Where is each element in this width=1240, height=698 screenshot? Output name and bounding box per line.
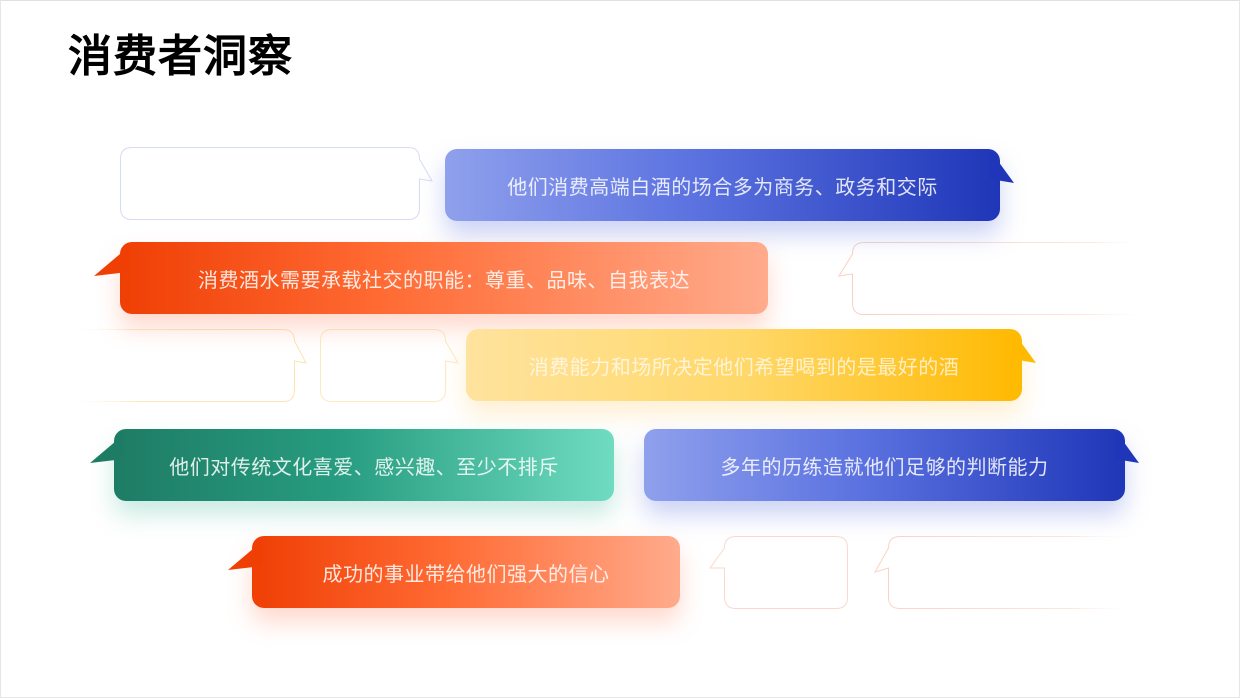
- bubble-text: 消费酒水需要承载社交的职能：尊重、品味、自我表达: [198, 267, 690, 292]
- empty-bubble-outline: [120, 147, 433, 220]
- speech-tail: [1115, 433, 1139, 463]
- bubble-text: 他们消费高端白酒的场合多为商务、政务和交际: [507, 174, 938, 199]
- speech-tail: [1012, 333, 1036, 363]
- empty-bubble-outline: [709, 536, 852, 609]
- bubble-text: 消费能力和场所决定他们希望喝到的是最好的酒: [528, 354, 960, 379]
- insight-bubble-social-function: 消费酒水需要承载社交的职能：尊重、品味、自我表达: [94, 242, 768, 314]
- bubble-text: 成功的事业带给他们强大的信心: [322, 561, 610, 586]
- speech-tail: [228, 540, 262, 570]
- empty-bubble-outline: [873, 536, 1138, 609]
- insight-bubble-judgement: 多年的历练造就他们足够的判断能力: [644, 429, 1139, 501]
- insight-bubble-confidence: 成功的事业带给他们强大的信心: [228, 536, 680, 608]
- speech-tail: [90, 433, 124, 463]
- bubble-text: 他们对传统文化喜爱、感兴趣、至少不排斥: [169, 454, 559, 479]
- speech-tail: [94, 246, 128, 276]
- bubble-text: 多年的历练造就他们足够的判断能力: [720, 454, 1049, 479]
- empty-bubble-outline: [838, 242, 1152, 315]
- page-title: 消费者洞察: [68, 31, 293, 82]
- speech-tail: [990, 153, 1014, 183]
- empty-bubble-outline: [320, 329, 459, 402]
- empty-bubble-outline: [60, 329, 307, 402]
- insight-bubble-business-occasions: 他们消费高端白酒的场合多为商务、政务和交际: [445, 149, 1014, 221]
- insight-bubble-best-liquor: 消费能力和场所决定他们希望喝到的是最好的酒: [466, 329, 1036, 401]
- insight-bubble-traditional-culture: 他们对传统文化喜爱、感兴趣、至少不排斥: [90, 429, 614, 501]
